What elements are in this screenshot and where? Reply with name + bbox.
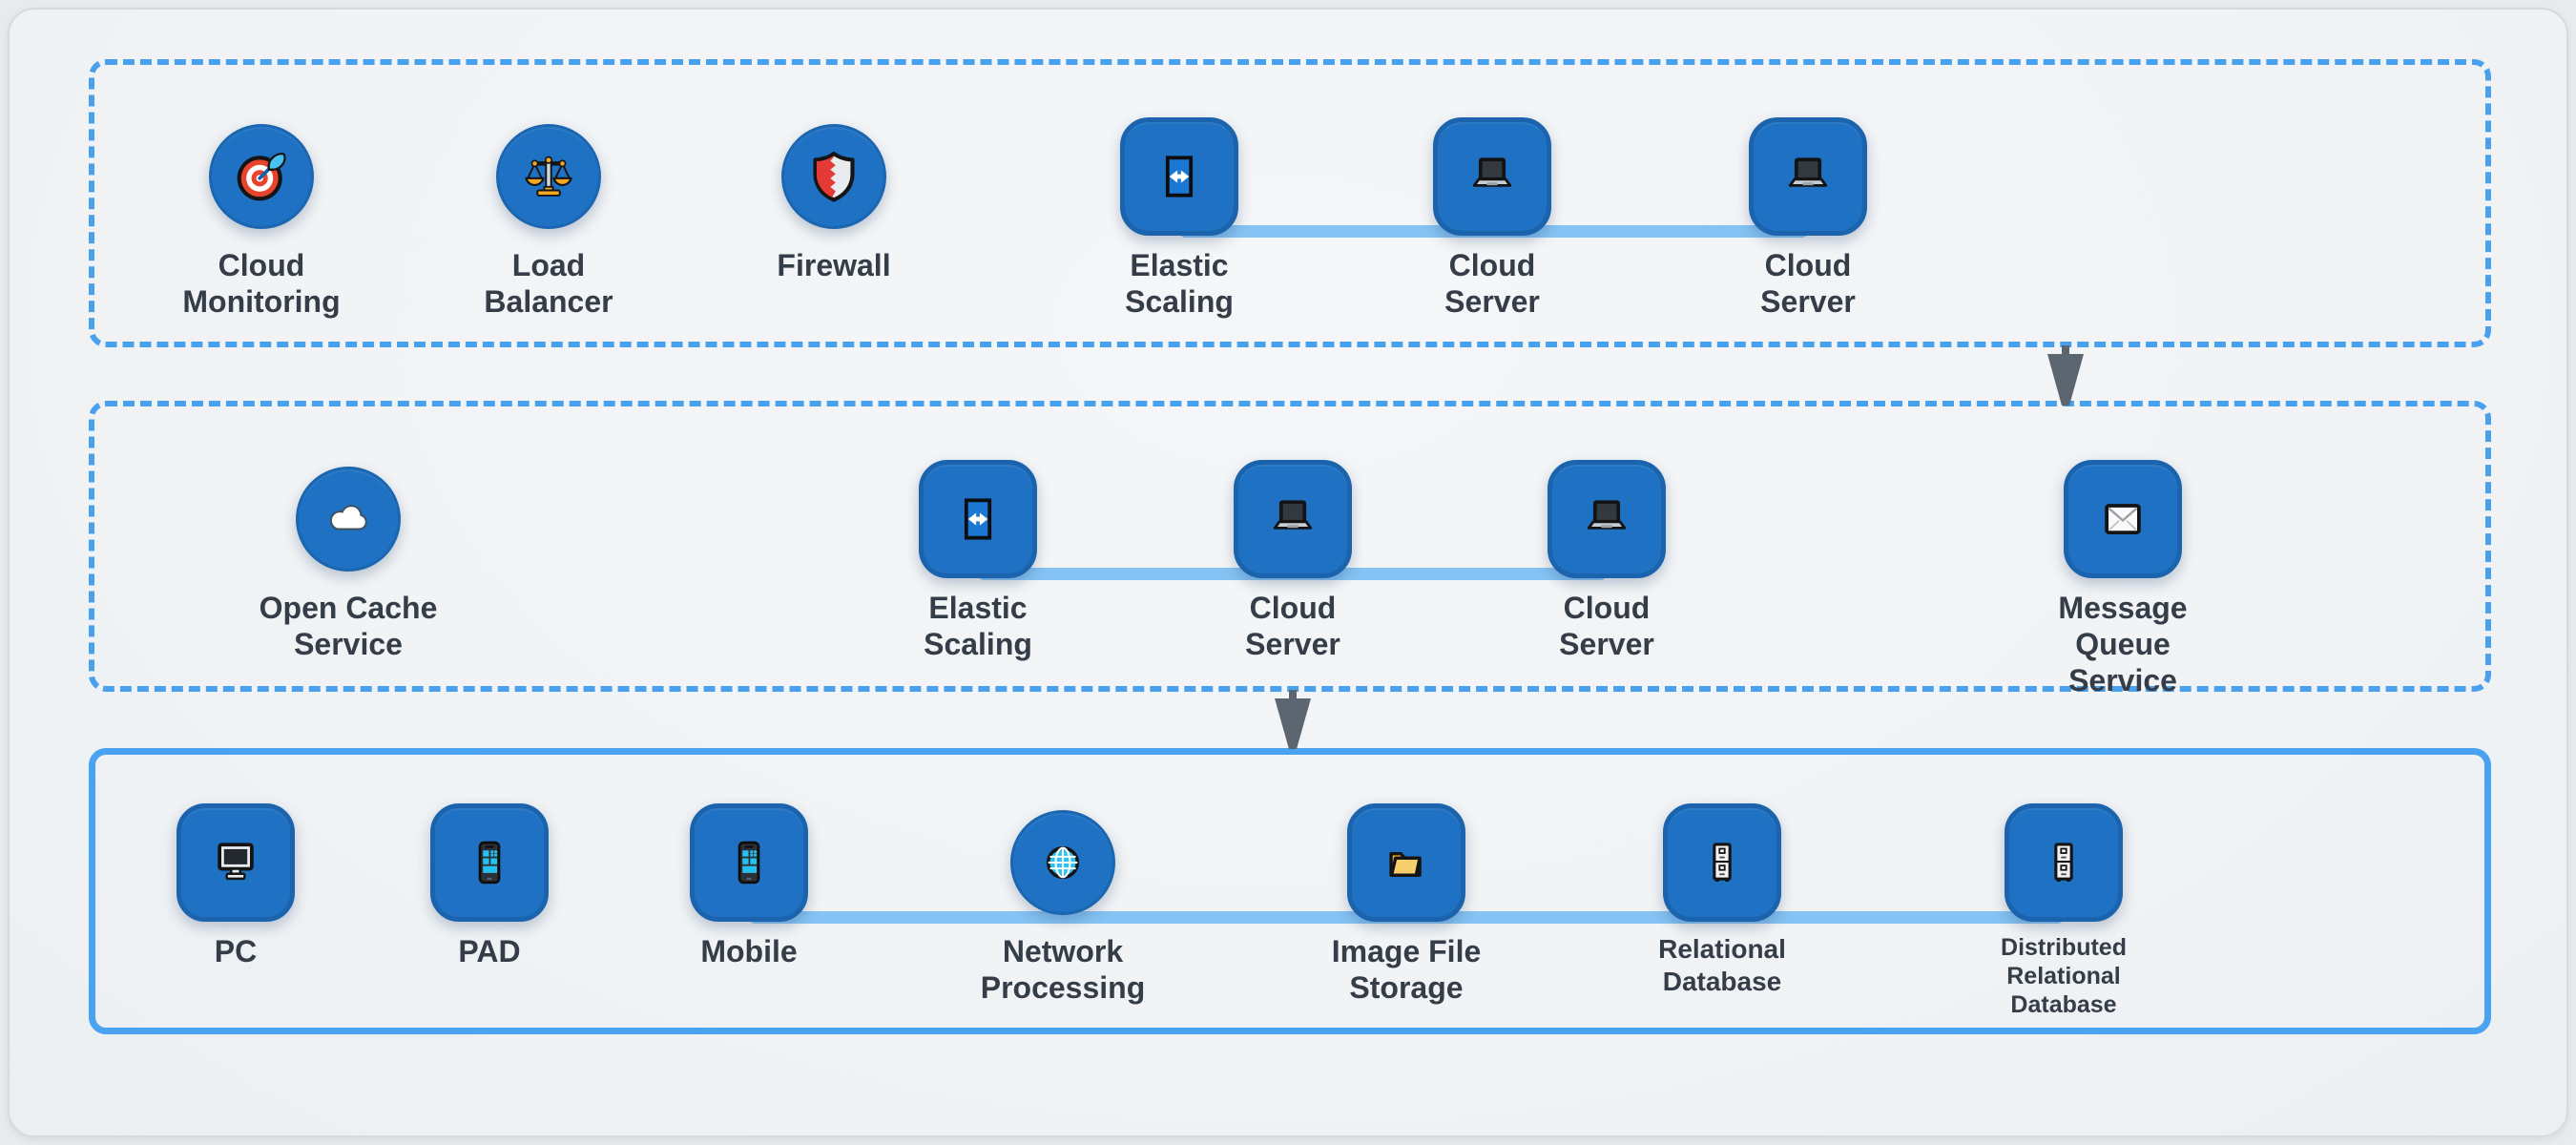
node-icon-area <box>1120 117 1238 236</box>
node-distributed-relational-database: Distributed Relational Database <box>1940 803 2188 1019</box>
node-icon-area <box>1663 803 1781 922</box>
laptop-icon <box>1749 117 1867 236</box>
node-icon-area <box>690 803 808 922</box>
node-cloud-server: Cloud Server <box>1169 460 1417 662</box>
node-label: PC <box>214 934 258 968</box>
cabinet-icon <box>2005 803 2123 922</box>
target-icon <box>209 124 314 229</box>
node-label: Distributed Relational Database <box>2001 934 2127 1018</box>
node-pc: PC <box>112 803 360 969</box>
node-label: Relational Database <box>1658 934 1786 996</box>
node-icon-area <box>1433 117 1551 236</box>
node-label: Load Balancer <box>484 248 613 319</box>
node-image-file-storage: Image File Storage <box>1282 803 1530 1006</box>
node-label: Message Queue Service <box>2058 591 2188 697</box>
cabinet-icon <box>1663 803 1781 922</box>
node-icon-area <box>177 803 295 922</box>
node-load-balancer: Load Balancer <box>425 117 673 320</box>
node-icon-area <box>2064 460 2182 578</box>
node-icon-area <box>209 117 314 236</box>
node-cloud-server: Cloud Server <box>1368 117 1616 320</box>
phone-icon <box>430 803 549 922</box>
flow-arrow-down-icon <box>2046 345 2086 410</box>
laptop-icon <box>1234 460 1352 578</box>
node-icon-area <box>1749 117 1867 236</box>
node-icon-area <box>296 460 401 578</box>
monitor-icon <box>177 803 295 922</box>
node-label: Cloud Server <box>1760 248 1856 319</box>
node-elastic-scaling: Elastic Scaling <box>1055 117 1303 320</box>
node-icon-area <box>919 460 1037 578</box>
laptop-icon <box>1548 460 1666 578</box>
node-relational-database: Relational Database <box>1598 803 1846 998</box>
node-mobile: Mobile <box>625 803 873 969</box>
node-icon-area <box>1347 803 1465 922</box>
folder-icon <box>1347 803 1465 922</box>
node-cloud-monitoring: Cloud Monitoring <box>137 117 385 320</box>
globe-icon <box>1010 810 1115 915</box>
node-label: Elastic Scaling <box>1125 248 1234 319</box>
node-icon-area <box>1234 460 1352 578</box>
node-label: PAD <box>458 934 521 968</box>
node-label: Network Processing <box>980 934 1146 1005</box>
flow-arrow-down-icon <box>1273 690 1313 754</box>
resize-icon <box>1120 117 1238 236</box>
node-icon-area <box>1548 460 1666 578</box>
envelope-icon <box>2064 460 2182 578</box>
node-label: Mobile <box>700 934 798 968</box>
cloud-icon <box>296 467 401 572</box>
node-label: Open Cache Service <box>259 591 438 661</box>
node-message-queue-service: Message Queue Service <box>1999 460 2247 698</box>
tier-box-access-tier <box>89 59 2491 347</box>
diagram-card: Cloud Monitoring Load Balancer <box>8 8 2568 1137</box>
tier-box-data-tier <box>89 748 2491 1034</box>
node-icon-area <box>1010 803 1115 922</box>
node-network-processing: Network Processing <box>939 803 1187 1006</box>
node-label: Firewall <box>777 248 891 282</box>
node-open-cache-service: Open Cache Service <box>224 460 472 662</box>
node-label: Cloud Server <box>1559 591 1654 661</box>
node-firewall: Firewall <box>710 117 958 283</box>
node-cloud-server: Cloud Server <box>1483 460 1731 662</box>
node-pad: PAD <box>365 803 613 969</box>
tier-box-service-tier <box>89 401 2491 692</box>
resize-icon <box>919 460 1037 578</box>
node-icon-area <box>2005 803 2123 922</box>
node-elastic-scaling: Elastic Scaling <box>854 460 1102 662</box>
node-label: Elastic Scaling <box>924 591 1032 661</box>
node-icon-area <box>781 117 886 236</box>
scale-icon <box>496 124 601 229</box>
node-label: Cloud Server <box>1245 591 1340 661</box>
phone-icon <box>690 803 808 922</box>
node-label: Cloud Server <box>1444 248 1540 319</box>
node-cloud-server: Cloud Server <box>1684 117 1932 320</box>
node-label: Image File Storage <box>1331 934 1482 1005</box>
node-label: Cloud Monitoring <box>182 248 341 319</box>
laptop-icon <box>1433 117 1551 236</box>
node-icon-area <box>430 803 549 922</box>
shield-icon <box>781 124 886 229</box>
node-icon-area <box>496 117 601 236</box>
